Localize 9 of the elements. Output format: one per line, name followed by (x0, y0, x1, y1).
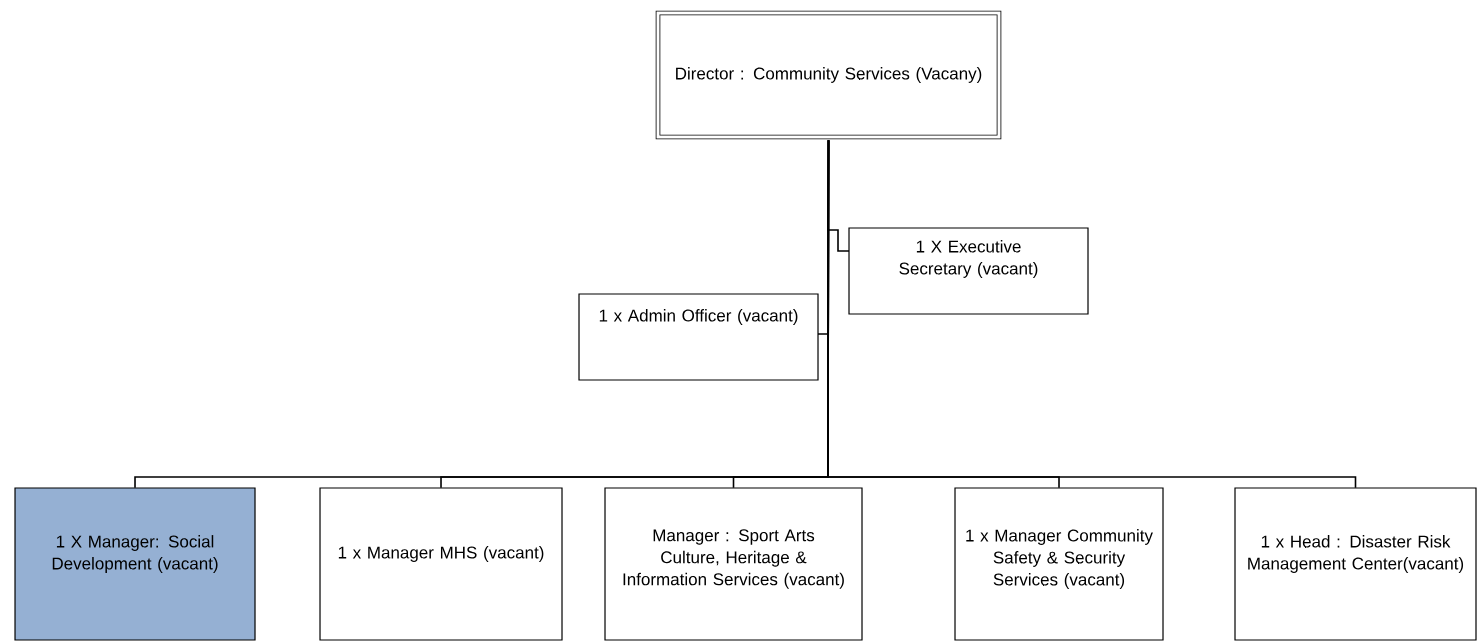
position-box: 1 x Manager MHS (vacant) (319, 487, 563, 641)
position-box: 1 X Executive Secretary (vacant) (848, 227, 1089, 315)
position-box: 1 X Manager: Social Development (vacant) (14, 487, 256, 641)
position-box: 1 x Manager Community Safety & Security Services (vacant) (954, 487, 1164, 641)
position-box: Manager : Sport Arts Culture, Heritage & Information Services (vacant) (604, 487, 863, 641)
position-box: Director : Community Services (Vacany) (655, 10, 1002, 140)
connector-line (827, 139, 1357, 489)
position-box: 1 x Head : Disaster Risk Management Center(vacant) (1234, 487, 1477, 641)
position-box: 1 x Admin Officer (vacant) (578, 293, 819, 381)
